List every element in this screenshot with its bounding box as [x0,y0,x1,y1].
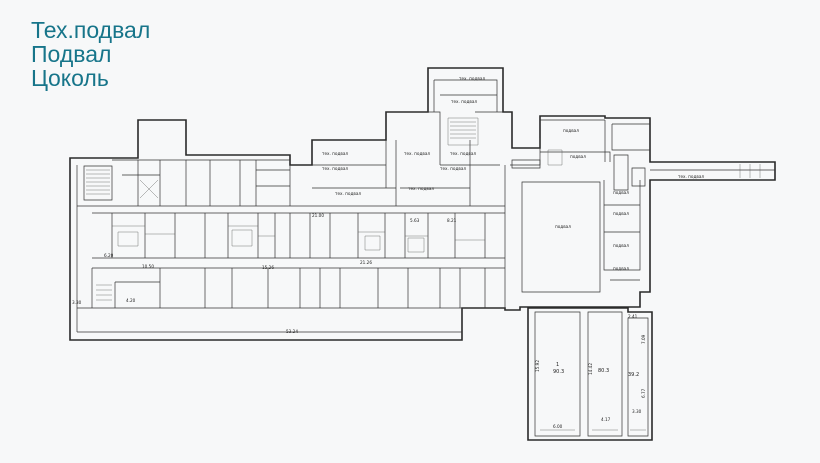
room-1-side: 15.92 [535,360,540,372]
label-tech-basement-8: тех. подвал [335,191,361,196]
label-tech-basement-1: тех. подвал [459,76,485,81]
room-3-area: 39.2 [628,372,639,378]
label-w5: 15.26 [262,265,274,270]
label-w8: 8.21 [447,218,457,223]
label-tech-basement-6: тех. подвал [322,166,348,171]
label-w2: 4.20 [126,298,136,303]
label-tech-basement-3: тех. подвал [322,151,348,156]
room-1-area: 90.3 [553,369,564,375]
label-basement-7: подвал [613,266,629,271]
label-basement-1: подвал [563,128,579,133]
room-2-area: 80.3 [598,368,609,374]
label-basement-5: подвал [613,211,629,216]
label-basement-6: подвал [613,243,629,248]
room-2-bottom: 4.17 [601,417,611,422]
label-tech-basement-9: тех. подвал [408,186,434,191]
room-3-side2: 6.77 [641,388,646,398]
title-tech-basement: Тех.подвал [31,17,151,43]
plan-labels: тех. подвал тех. подвал тех. подвал тех.… [72,76,704,429]
title-block: Тех.подвал Подвал Цоколь [31,18,150,90]
room-3-bottom: 3.30 [632,409,642,414]
label-basement-4: подвал [613,190,629,195]
label-tech-basement-5: тех. подвал [450,151,476,156]
title-plinth: Цоколь [31,65,109,91]
label-basement-2: подвал [570,154,586,159]
label-w7: 6.20 [104,253,114,258]
label-w9: 5.63 [410,218,420,223]
label-w3: 21.00 [312,213,324,218]
room-2-side: 14.42 [588,363,593,375]
label-tech-basement-2: тех. подвал [451,99,477,104]
room-3-side: 7.09 [641,334,646,344]
plan-walls [69,67,776,441]
room-3-top: 2.41 [628,314,638,319]
room-1-number: 1 [556,362,559,368]
label-w1: 3.30 [72,300,82,305]
label-total-length: 53.24 [286,329,298,334]
label-w6: 10.50 [142,264,154,269]
label-w4: 21.26 [360,260,372,265]
title-basement: Подвал [31,41,112,67]
label-basement-3: подвал [555,224,571,229]
room-1-bottom: 6.00 [553,424,563,429]
label-tech-basement-7: тех. подвал [440,166,466,171]
label-tech-basement-10: тех. подвал [678,174,704,179]
label-tech-basement-4: тех. подвал [404,151,430,156]
